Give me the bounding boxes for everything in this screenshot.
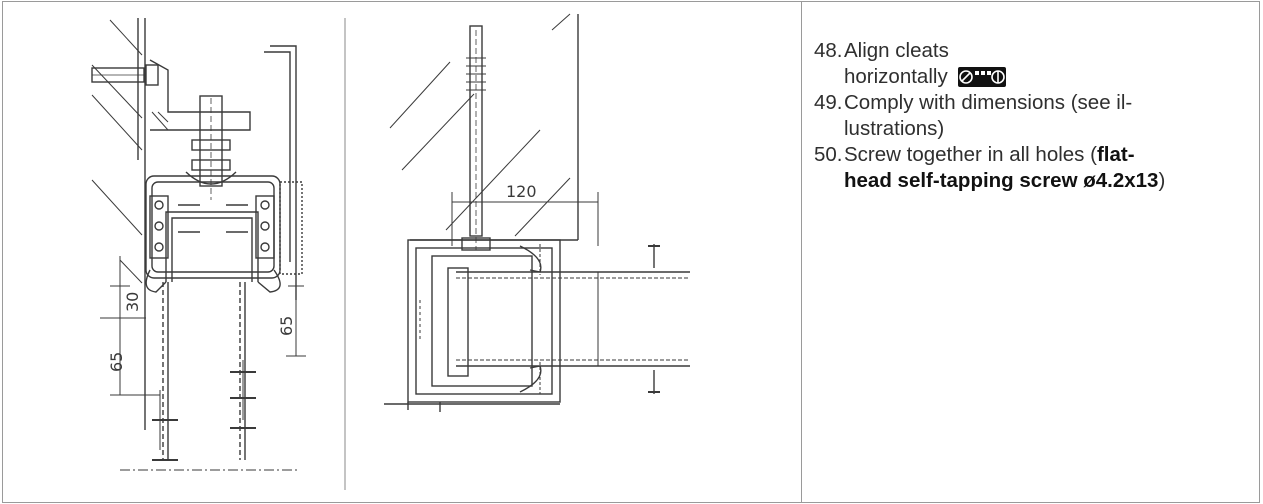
step-text: Screw together in all holes ( (844, 143, 1097, 166)
technical-drawing: 30 65 65 120 (91, 13, 690, 490)
dimension-label-65-right: 65 (277, 316, 296, 336)
step-number: 50. (814, 143, 843, 166)
step-text: Comply with dimensions (see il- (844, 91, 1133, 114)
step-text: lustrations) (844, 117, 945, 140)
spirit-level-icon (958, 67, 1007, 87)
step-text: Align cleats (844, 39, 949, 62)
step-number: 49. (814, 91, 843, 114)
left-section-detail (91, 18, 306, 471)
right-section-detail (384, 13, 690, 412)
step-text: horizontally (844, 65, 948, 88)
dimension-label-30: 30 (123, 292, 142, 312)
step-text: ) (1158, 169, 1166, 192)
step-text-bold: head self-tapping screw ø4.2x13 (844, 169, 1159, 192)
dimension-label-65-left: 65 (107, 352, 126, 372)
column-divider (801, 1, 802, 503)
dimension-label-120: 120 (506, 182, 537, 201)
instruction-list: 48. Align cleats horizontally 49. Comply… (814, 38, 1254, 194)
step-48: 48. Align cleats horizontally (814, 38, 1254, 90)
step-50: 50. Screw together in all holes (flat- h… (814, 142, 1254, 194)
step-text-bold: flat- (1096, 143, 1135, 166)
step-number: 48. (814, 39, 843, 62)
step-49: 49. Comply with dimensions (see il- lust… (814, 90, 1254, 142)
